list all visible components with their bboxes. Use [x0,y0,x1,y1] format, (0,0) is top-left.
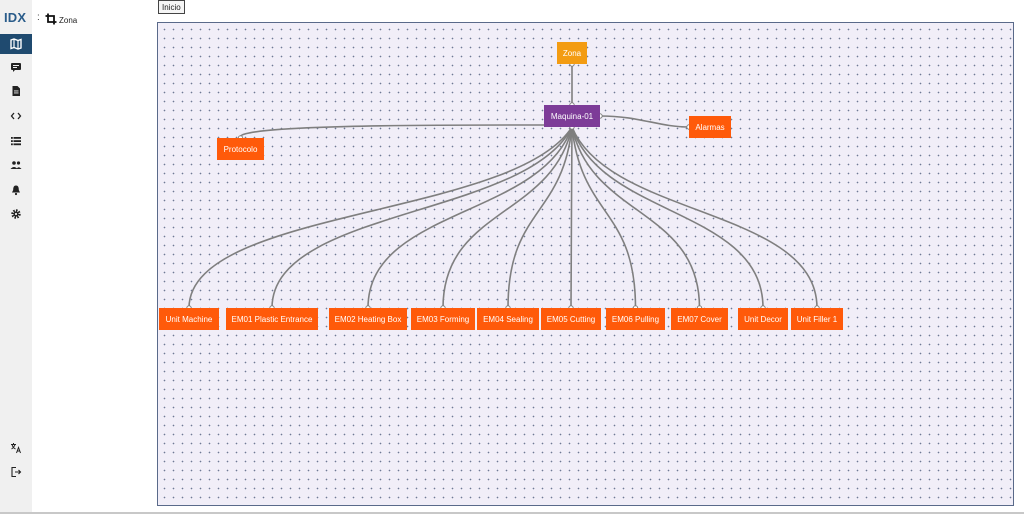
diagram-links [186,61,820,311]
diagram-canvas[interactable]: Zona Maquina-01 Protocolo Alarmas Unit M… [157,22,1014,506]
sidebar-item-users[interactable] [0,155,32,175]
bell-icon [12,185,20,196]
link-protocolo [239,124,573,139]
link-child-4 [507,126,573,309]
breadcrumb-zone: Zona [59,16,78,25]
sidebar-item-settings[interactable] [0,204,32,224]
node-alarmas[interactable]: Alarmas [689,116,731,138]
breadcrumb-separator: : [37,12,40,23]
sidebar-item-alerts[interactable] [0,180,32,200]
bottom-border [0,512,1024,514]
link-child-7 [571,126,701,309]
brand-logo[interactable]: IDX [4,10,26,25]
breadcrumb[interactable]: Zona [45,12,77,25]
link-child-5 [570,126,573,309]
list-icon [11,137,21,146]
node-em02[interactable]: EM02 Heating Box [329,308,407,330]
link-alarmas [599,115,690,128]
node-unit-decor[interactable]: Unit Decor [738,308,788,330]
sidebar-item-messages[interactable] [0,57,32,77]
brand-prefix: IDX [4,10,27,25]
sidebar-item-code[interactable] [0,106,32,126]
inicio-button[interactable]: Inicio [158,0,185,14]
node-zona[interactable]: Zona [557,42,587,64]
node-maquina[interactable]: Maquina-01 [544,105,600,127]
users-icon [10,161,22,169]
link-child-0 [188,126,573,309]
document-icon [12,86,20,96]
translate-icon [11,443,21,454]
link-child-6 [571,126,637,309]
link-child-2 [367,126,573,309]
node-unit-filler[interactable]: Unit Filler 1 [791,308,843,330]
sidebar: IDX [0,0,32,514]
sidebar-item-list[interactable] [0,131,32,151]
map-icon [10,38,22,50]
link-child-3 [442,126,573,309]
node-em07[interactable]: EM07 Cover [671,308,728,330]
node-em06[interactable]: EM06 Pulling [606,308,665,330]
node-protocolo[interactable]: Protocolo [217,138,264,160]
link-child-9 [571,126,818,309]
sidebar-item-map[interactable] [0,34,32,54]
logout-icon [11,466,22,478]
sidebar-item-logout[interactable] [0,462,32,482]
node-em03[interactable]: EM03 Forming [411,308,475,330]
crop-icon [45,13,57,24]
code-icon [10,112,22,120]
message-icon [11,63,21,72]
link-child-1 [271,126,573,309]
link-child-8 [571,126,764,309]
sidebar-item-documents[interactable] [0,81,32,101]
node-unit-machine[interactable]: Unit Machine [159,308,219,330]
node-em01[interactable]: EM01 Plastic Entrance [226,308,318,330]
node-em05[interactable]: EM05 Cutting [541,308,601,330]
node-em04[interactable]: EM04 Sealing [477,308,539,330]
gear-icon [11,209,21,219]
sidebar-item-language[interactable] [0,438,32,458]
